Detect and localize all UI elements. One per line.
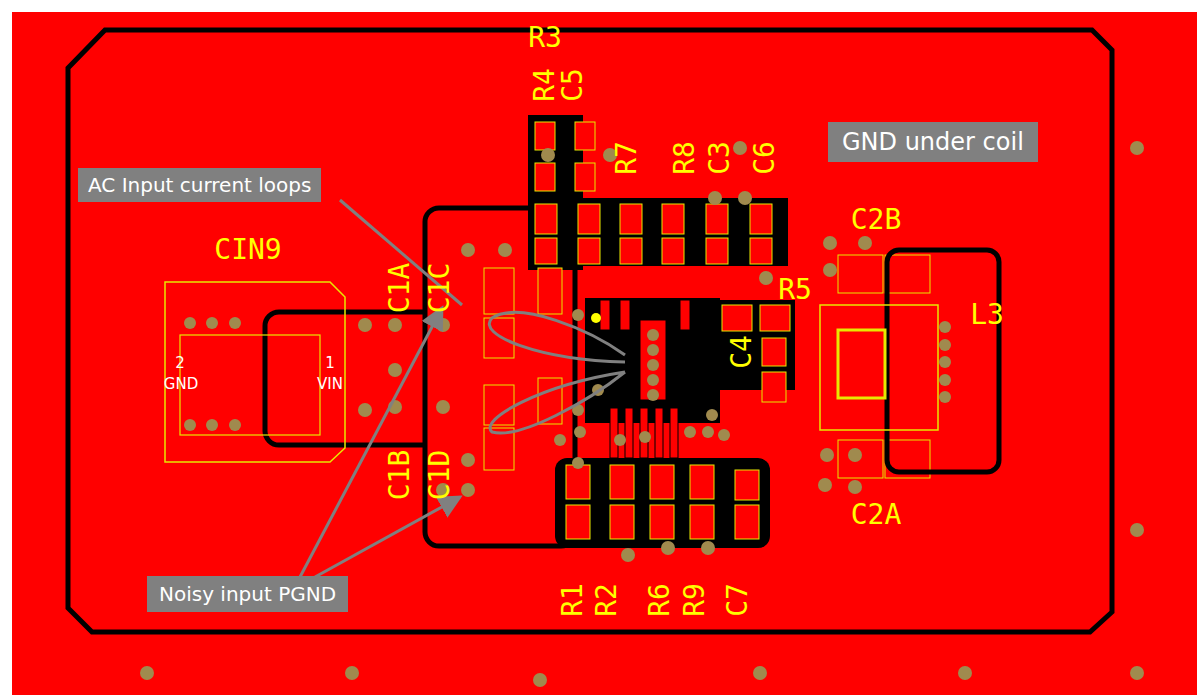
designator-label: R1 [559, 583, 587, 617]
callout-text: AC Input current loops [88, 173, 311, 197]
designator-label: R5 [778, 276, 812, 304]
callout-text: GND under coil [842, 128, 1024, 156]
designator-label: R4 [531, 68, 559, 102]
designator-label: C7 [724, 583, 752, 617]
designator-label: C4 [728, 335, 756, 369]
designator-label: C1B [386, 450, 414, 501]
designator-label: C2B [851, 206, 902, 234]
pad-label: VIN [317, 377, 343, 392]
designator-label: CIN9 [214, 236, 281, 264]
pad-label: 1 [325, 356, 335, 371]
designator-label: R2 [593, 583, 621, 617]
designator-label: R6 [646, 583, 674, 617]
designator-label: C1A [386, 263, 414, 314]
designator-label: R3 [528, 24, 562, 52]
designator-label: C2A [851, 501, 902, 529]
callout-box: Noisy input PGND [147, 576, 348, 612]
pad-label: 2 [175, 356, 185, 371]
designator-label: R8 [671, 141, 699, 175]
designator-label: R9 [681, 583, 709, 617]
callout-box: GND under coil [828, 122, 1038, 162]
designator-label: C1C [426, 263, 454, 314]
designator-label: C5 [559, 68, 587, 102]
designator-label: C3 [706, 141, 734, 175]
designator-label: R7 [613, 141, 641, 175]
callout-box: AC Input current loops [78, 168, 321, 202]
callout-text: Noisy input PGND [159, 582, 336, 606]
pad-label: GND [164, 377, 198, 392]
designator-label: L3 [970, 301, 1004, 329]
designator-label: C1D [426, 450, 454, 501]
designator-label: C6 [751, 141, 779, 175]
